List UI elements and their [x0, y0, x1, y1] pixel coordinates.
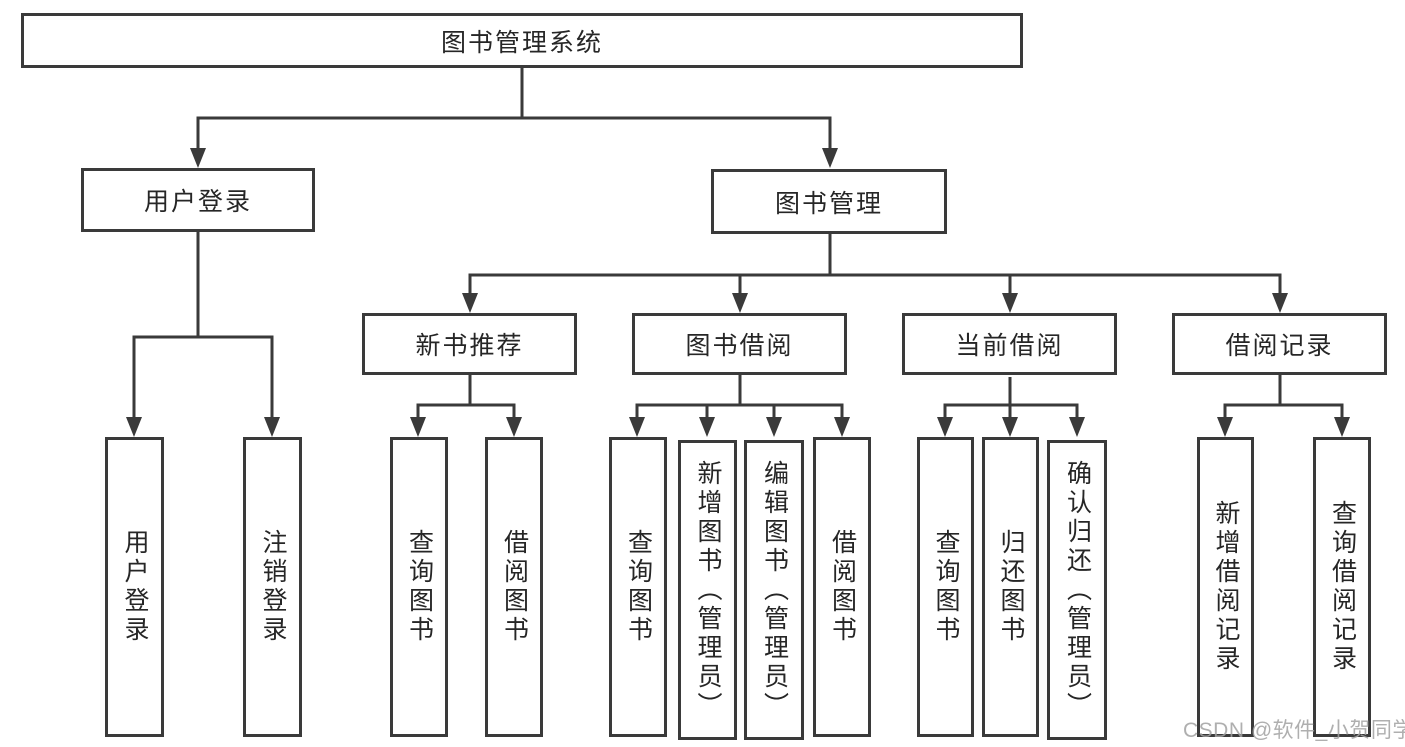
- leaf-recommend-query-books-label: 查询图书: [405, 529, 434, 645]
- leaf-user-login: 用户登录: [105, 437, 164, 737]
- node-borrowing-records: 借阅记录: [1172, 313, 1387, 375]
- leaf-borrowing-query-books: 查询图书: [609, 437, 667, 737]
- leaf-borrowing-borrow-books: 借阅图书: [813, 437, 871, 737]
- node-user-login-label: 用户登录: [143, 188, 252, 216]
- leaf-confirm-return-admin: 确认归还（管理员）: [1047, 440, 1107, 740]
- leaf-logout-label: 注销登录: [259, 529, 287, 645]
- leaf-add-book-admin-label: 新增图书（管理员）: [694, 459, 722, 721]
- node-current-borrowing: 当前借阅: [902, 313, 1117, 375]
- node-new-book-recommendation-label: 新书推荐: [415, 332, 524, 360]
- leaf-add-borrow-record-label: 新增借阅记录: [1212, 500, 1240, 674]
- leaf-edit-book-admin-label: 编辑图书（管理员）: [760, 459, 789, 721]
- node-book-management-label: 图书管理: [774, 189, 883, 218]
- node-library-management-system: 图书管理系统: [21, 13, 1023, 68]
- leaf-return-books: 归还图书: [982, 437, 1039, 737]
- leaf-add-borrow-record: 新增借阅记录: [1197, 437, 1254, 737]
- leaf-confirm-return-admin-label: 确认归还（管理员）: [1063, 459, 1092, 721]
- leaf-query-borrow-record-label: 查询借阅记录: [1328, 500, 1357, 674]
- leaf-recommend-borrow-books-label: 借阅图书: [500, 529, 529, 645]
- leaf-edit-book-admin: 编辑图书（管理员）: [744, 440, 804, 740]
- node-borrowing-records-label: 借阅记录: [1225, 332, 1334, 360]
- node-book-borrowing-label: 图书借阅: [685, 332, 794, 360]
- connector-lines: [132, 68, 1344, 419]
- node-library-management-system-label: 图书管理系统: [440, 28, 603, 57]
- node-new-book-recommendation: 新书推荐: [362, 313, 577, 375]
- leaf-return-books-label: 归还图书: [997, 529, 1025, 645]
- leaf-add-book-admin: 新增图书（管理员）: [678, 440, 737, 740]
- leaf-borrowing-query-books-label: 查询图书: [624, 529, 653, 645]
- leaf-user-login-label: 用户登录: [121, 529, 149, 645]
- leaf-recommend-query-books: 查询图书: [390, 437, 448, 737]
- watermark: CSDN @软件_小贺同学: [1183, 719, 1405, 742]
- node-book-borrowing: 图书借阅: [632, 313, 847, 375]
- node-user-login: 用户登录: [81, 168, 315, 232]
- leaf-borrowing-borrow-books-label: 借阅图书: [828, 529, 857, 645]
- leaf-current-query-books-label: 查询图书: [932, 529, 960, 645]
- leaf-logout: 注销登录: [243, 437, 302, 737]
- leaf-recommend-borrow-books: 借阅图书: [485, 437, 543, 737]
- node-current-borrowing-label: 当前借阅: [955, 332, 1064, 360]
- leaf-query-borrow-record: 查询借阅记录: [1313, 437, 1371, 737]
- leaf-current-query-books: 查询图书: [917, 437, 974, 737]
- node-book-management: 图书管理: [711, 169, 947, 234]
